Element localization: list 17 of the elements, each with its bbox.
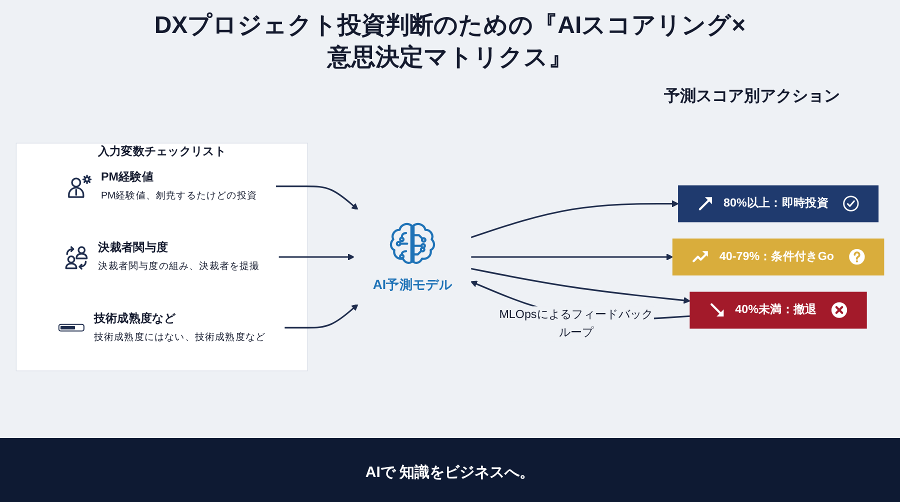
node-text: AI予測モデル [372, 277, 452, 292]
arrow [284, 304, 358, 328]
arrow [470, 200, 679, 238]
node-text: 技術成熟度など 技術成熟度にはない、技術成熟度など [94, 312, 266, 342]
arrow [470, 268, 690, 304]
title: DXプロジェクト投資判断のための『AIスコアリング×意思決定マトリクス』 [153, 11, 747, 73]
arrow [470, 254, 674, 260]
node-box: 80%以上：即時投資 [678, 185, 879, 222]
edge-label: MLOpsによるフィードバックループ [499, 308, 654, 338]
section-heading: 予測スコア別アクション [664, 86, 840, 107]
arrow [276, 186, 358, 210]
tagline: AIで 知識をビジネスへ。 [364, 463, 536, 482]
node-text: PM経験値 PM経験値、刎尭するたけどの投資 [101, 170, 257, 200]
node-box: 40%未満：撤退 [690, 292, 867, 329]
node-text: 決裁者関与度 決裁者関与度の組み、決裁者を提撮 [98, 241, 260, 271]
node-box: 40-79%：条件付きGo [672, 238, 884, 276]
arrow [278, 254, 355, 260]
